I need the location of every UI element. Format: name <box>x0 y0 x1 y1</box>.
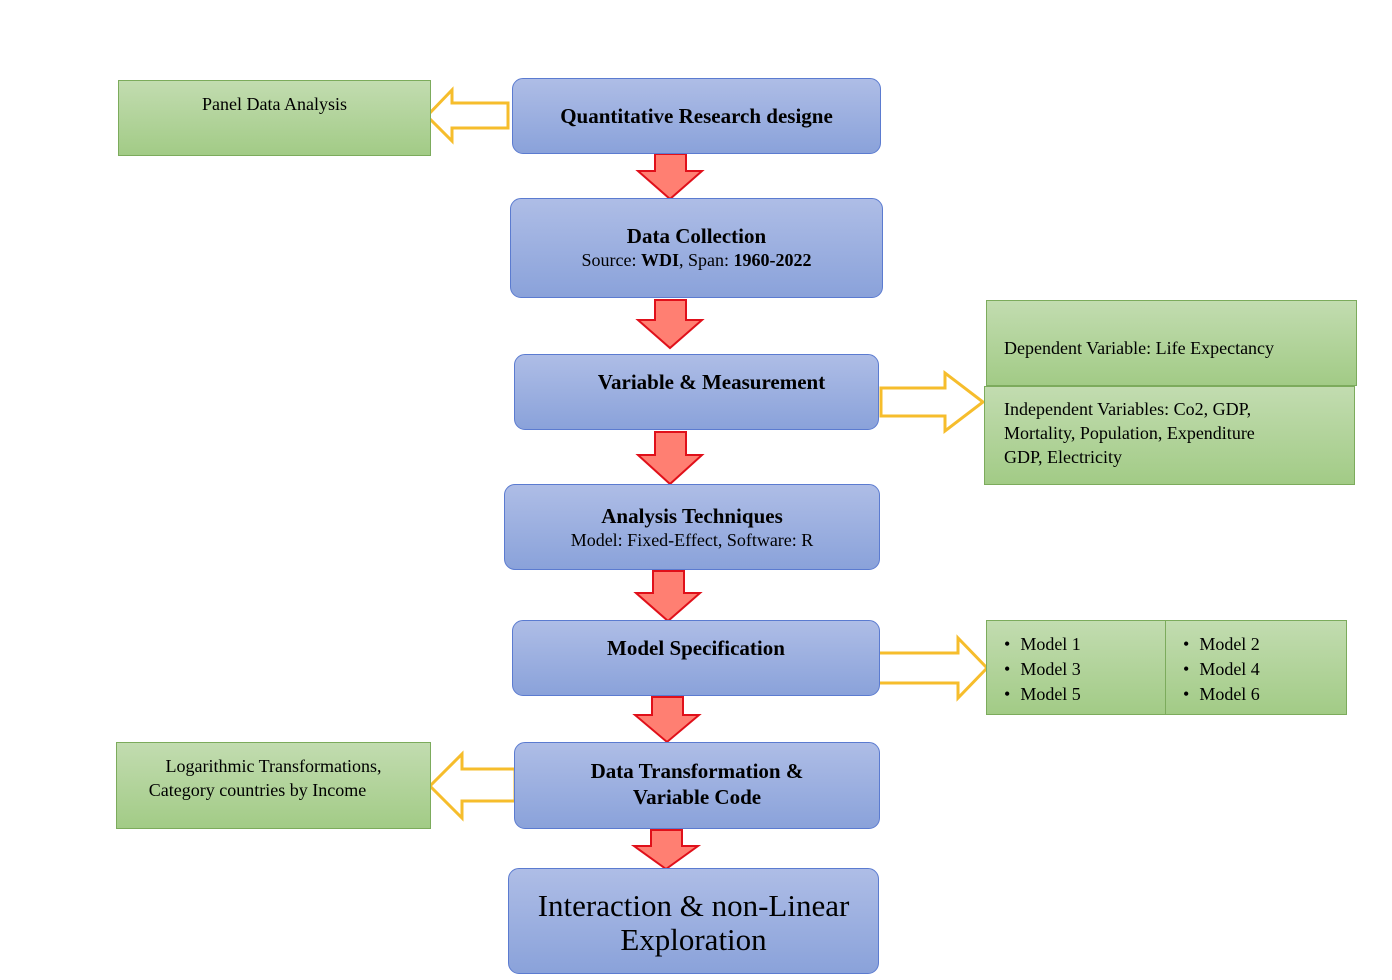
down-arrow-6 <box>630 829 702 871</box>
span-value: 1960-2022 <box>733 250 812 270</box>
note-independent-variables: Independent Variables: Co2, GDP, Mortali… <box>984 386 1355 485</box>
model-item: Model 6 <box>1183 682 1346 707</box>
note-independent-line3: GDP, Electricity <box>1004 447 1122 467</box>
step-interaction-exploration: Interaction & non-Linear Exploration <box>508 868 879 974</box>
down-arrow-1 <box>635 153 705 201</box>
model-item: Model 4 <box>1183 657 1346 682</box>
source-label: Source: <box>581 250 637 270</box>
note-transformations: Logarithmic Transformations, Category co… <box>116 742 431 829</box>
step-variable-measurement-title: Variable & Measurement <box>597 370 826 394</box>
step-analysis-techniques-detail: Model: Fixed-Effect, Software: R <box>570 530 814 550</box>
side-arrow-transform <box>427 750 517 822</box>
models-left-column: Model 1 Model 3 Model 5 <box>987 621 1166 714</box>
note-dependent-variable-text: Dependent Variable: Life Expectancy <box>1004 338 1275 358</box>
step-interaction-exploration-line1: Interaction & non-Linear <box>537 888 850 923</box>
note-panel-data-analysis-text: Panel Data Analysis <box>202 94 347 114</box>
step-model-specification-title: Model Specification <box>607 636 785 660</box>
step-research-design-title: Quantitative Research designe <box>560 104 833 128</box>
step-data-collection: Data Collection Source: WDI, Span: 1960-… <box>510 198 883 298</box>
down-arrow-5 <box>632 696 702 744</box>
step-interaction-exploration-line2: Exploration <box>620 922 767 957</box>
step-model-specification: Model Specification <box>512 620 880 696</box>
side-arrow-panel <box>424 86 510 145</box>
side-arrow-models <box>876 634 990 702</box>
note-panel-data-analysis: Panel Data Analysis <box>118 80 431 156</box>
source-value: WDI <box>640 250 679 270</box>
step-variable-measurement: Variable & Measurement <box>514 354 879 430</box>
step-data-collection-title: Data Collection <box>626 224 767 248</box>
down-arrow-4 <box>633 570 703 623</box>
model-item: Model 2 <box>1183 632 1346 657</box>
model-item: Model 3 <box>1004 657 1165 682</box>
step-data-collection-detail: Source: WDI, Span: 1960-2022 <box>511 249 882 271</box>
model-item: Model 5 <box>1004 682 1165 707</box>
side-arrow-variables <box>879 369 986 435</box>
step-analysis-techniques: Analysis Techniques Model: Fixed-Effect,… <box>504 484 880 570</box>
note-models-table: Model 1 Model 3 Model 5 Model 2 Model 4 … <box>986 620 1347 715</box>
step-data-transformation-title-line1: Data Transformation & <box>590 759 804 783</box>
note-independent-line1: Independent Variables: Co2, GDP, <box>1004 399 1252 419</box>
span-label: , Span: <box>678 250 729 270</box>
step-data-transformation: Data Transformation & Variable Code <box>514 742 880 829</box>
models-right-column: Model 2 Model 4 Model 6 <box>1166 621 1346 714</box>
model-item: Model 1 <box>1004 632 1165 657</box>
step-research-design: Quantitative Research designe <box>512 78 881 154</box>
step-analysis-techniques-title: Analysis Techniques <box>601 504 783 528</box>
note-independent-line2: Mortality, Population, Expenditure <box>1004 423 1255 443</box>
note-dependent-variable: Dependent Variable: Life Expectancy <box>986 300 1357 386</box>
side-arrows <box>424 86 990 822</box>
down-arrows <box>630 153 705 871</box>
down-arrow-2 <box>635 299 705 350</box>
down-arrow-3 <box>635 431 705 486</box>
note-transformations-line2: Category countries by Income <box>148 780 367 800</box>
step-data-transformation-title-line2: Variable Code <box>632 785 762 809</box>
note-transformations-line1: Logarithmic Transformations, <box>165 756 382 776</box>
